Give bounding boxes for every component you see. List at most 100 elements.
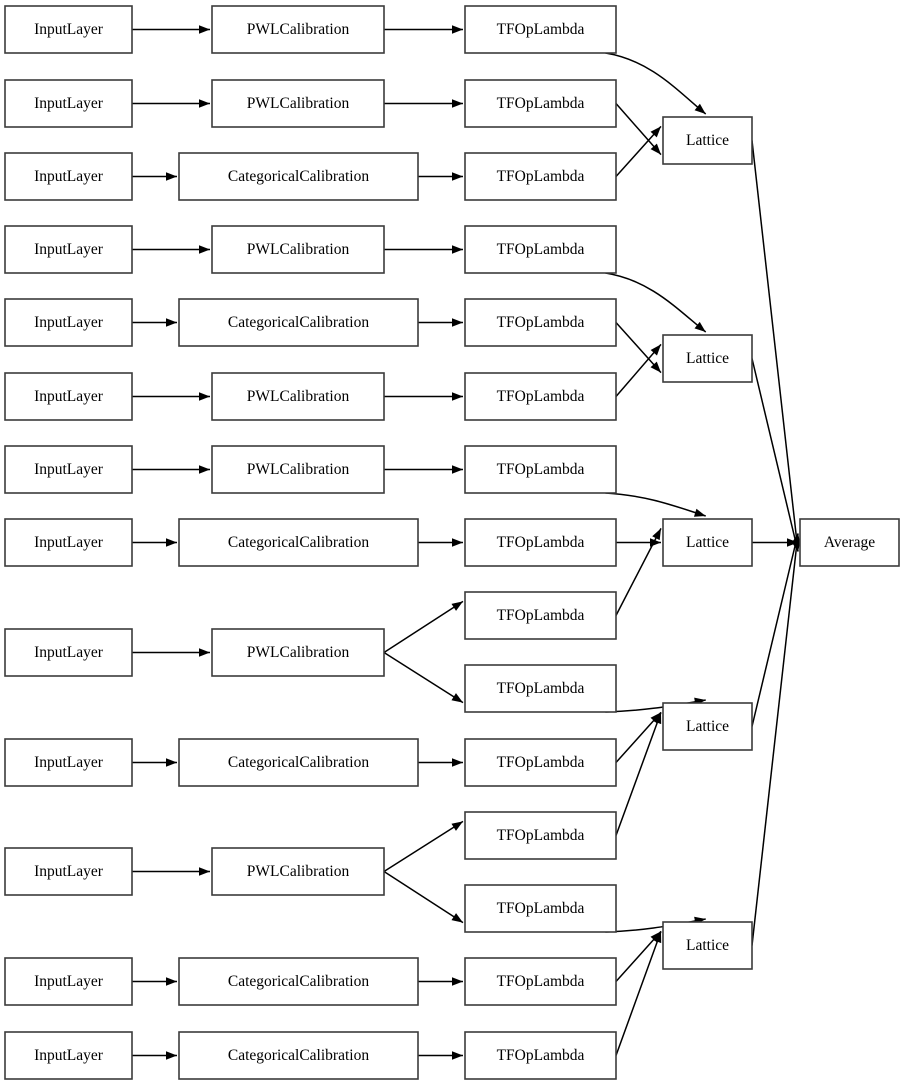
node-box[interactable] — [464, 79, 617, 128]
edge-line — [615, 712, 662, 836]
node-lambda[interactable]: TFOpLambda — [464, 5, 617, 54]
node-lambda[interactable]: TFOpLambda — [464, 957, 617, 1006]
node-pwl[interactable]: PWLCalibration — [211, 628, 385, 677]
node-lattice[interactable]: Lattice — [662, 518, 753, 567]
node-box[interactable] — [178, 298, 419, 347]
node-box[interactable] — [4, 152, 133, 201]
node-cat[interactable]: CategoricalCalibration — [178, 152, 419, 201]
node-input[interactable]: InputLayer — [4, 518, 133, 567]
node-lambda[interactable]: TFOpLambda — [464, 445, 617, 494]
node-box[interactable] — [662, 702, 753, 751]
edge-line — [751, 533, 799, 946]
node-lattice[interactable]: Lattice — [662, 116, 753, 165]
node-box[interactable] — [799, 518, 900, 567]
node-box[interactable] — [464, 298, 617, 347]
node-input[interactable]: InputLayer — [4, 1031, 133, 1080]
node-cat[interactable]: CategoricalCalibration — [178, 298, 419, 347]
node-lambda[interactable]: TFOpLambda — [464, 664, 617, 713]
node-input[interactable]: InputLayer — [4, 628, 133, 677]
node-box[interactable] — [4, 738, 133, 787]
node-lattice[interactable]: Lattice — [662, 334, 753, 383]
node-box[interactable] — [464, 591, 617, 640]
node-box[interactable] — [4, 847, 133, 896]
node-cat[interactable]: CategoricalCalibration — [178, 957, 419, 1006]
node-box[interactable] — [662, 116, 753, 165]
node-pwl[interactable]: PWLCalibration — [211, 225, 385, 274]
node-input[interactable]: InputLayer — [4, 445, 133, 494]
node-box[interactable] — [4, 5, 133, 54]
edge-arrowhead — [166, 172, 177, 181]
node-lambda[interactable]: TFOpLambda — [464, 79, 617, 128]
edge-line — [615, 321, 662, 374]
node-box[interactable] — [178, 1031, 419, 1080]
node-box[interactable] — [464, 152, 617, 201]
node-pwl[interactable]: PWLCalibration — [211, 5, 385, 54]
node-average[interactable]: Average — [799, 518, 900, 567]
node-box[interactable] — [464, 1031, 617, 1080]
node-lambda[interactable]: TFOpLambda — [464, 225, 617, 274]
node-box[interactable] — [178, 518, 419, 567]
node-lambda[interactable]: TFOpLambda — [464, 518, 617, 567]
node-input[interactable]: InputLayer — [4, 79, 133, 128]
node-lambda[interactable]: TFOpLambda — [464, 372, 617, 421]
node-pwl[interactable]: PWLCalibration — [211, 372, 385, 421]
node-box[interactable] — [211, 225, 385, 274]
node-pwl[interactable]: PWLCalibration — [211, 445, 385, 494]
node-box[interactable] — [4, 445, 133, 494]
node-box[interactable] — [4, 1031, 133, 1080]
node-input[interactable]: InputLayer — [4, 738, 133, 787]
node-box[interactable] — [211, 847, 385, 896]
node-lambda[interactable]: TFOpLambda — [464, 152, 617, 201]
node-box[interactable] — [464, 372, 617, 421]
node-box[interactable] — [464, 664, 617, 713]
node-lambda[interactable]: TFOpLambda — [464, 298, 617, 347]
node-lattice[interactable]: Lattice — [662, 921, 753, 970]
node-box[interactable] — [211, 445, 385, 494]
node-box[interactable] — [464, 445, 617, 494]
node-pwl[interactable]: PWLCalibration — [211, 847, 385, 896]
node-box[interactable] — [4, 225, 133, 274]
node-lattice[interactable]: Lattice — [662, 702, 753, 751]
node-lambda[interactable]: TFOpLambda — [464, 884, 617, 933]
node-cat[interactable]: CategoricalCalibration — [178, 738, 419, 787]
node-input[interactable]: InputLayer — [4, 152, 133, 201]
node-box[interactable] — [211, 5, 385, 54]
node-box[interactable] — [211, 79, 385, 128]
node-box[interactable] — [464, 738, 617, 787]
node-input[interactable]: InputLayer — [4, 957, 133, 1006]
node-box[interactable] — [662, 518, 753, 567]
node-box[interactable] — [464, 5, 617, 54]
node-lambda[interactable]: TFOpLambda — [464, 1031, 617, 1080]
node-box[interactable] — [178, 957, 419, 1006]
node-input[interactable]: InputLayer — [4, 225, 133, 274]
node-input[interactable]: InputLayer — [4, 847, 133, 896]
edge-line — [615, 125, 662, 178]
node-box[interactable] — [4, 372, 133, 421]
node-lambda[interactable]: TFOpLambda — [464, 811, 617, 860]
edge — [615, 343, 662, 397]
node-box[interactable] — [4, 79, 133, 128]
node-box[interactable] — [464, 225, 617, 274]
node-box[interactable] — [464, 957, 617, 1006]
node-box[interactable] — [178, 738, 419, 787]
node-cat[interactable]: CategoricalCalibration — [178, 518, 419, 567]
node-box[interactable] — [464, 884, 617, 933]
node-box[interactable] — [464, 518, 617, 567]
node-box[interactable] — [178, 152, 419, 201]
node-box[interactable] — [4, 628, 133, 677]
node-box[interactable] — [211, 372, 385, 421]
node-input[interactable]: InputLayer — [4, 298, 133, 347]
node-box[interactable] — [662, 921, 753, 970]
node-cat[interactable]: CategoricalCalibration — [178, 1031, 419, 1080]
node-input[interactable]: InputLayer — [4, 5, 133, 54]
node-box[interactable] — [464, 811, 617, 860]
node-box[interactable] — [211, 628, 385, 677]
node-lambda[interactable]: TFOpLambda — [464, 738, 617, 787]
node-lambda[interactable]: TFOpLambda — [464, 591, 617, 640]
node-box[interactable] — [4, 518, 133, 567]
node-pwl[interactable]: PWLCalibration — [211, 79, 385, 128]
node-box[interactable] — [4, 957, 133, 1006]
node-box[interactable] — [4, 298, 133, 347]
node-input[interactable]: InputLayer — [4, 372, 133, 421]
node-box[interactable] — [662, 334, 753, 383]
